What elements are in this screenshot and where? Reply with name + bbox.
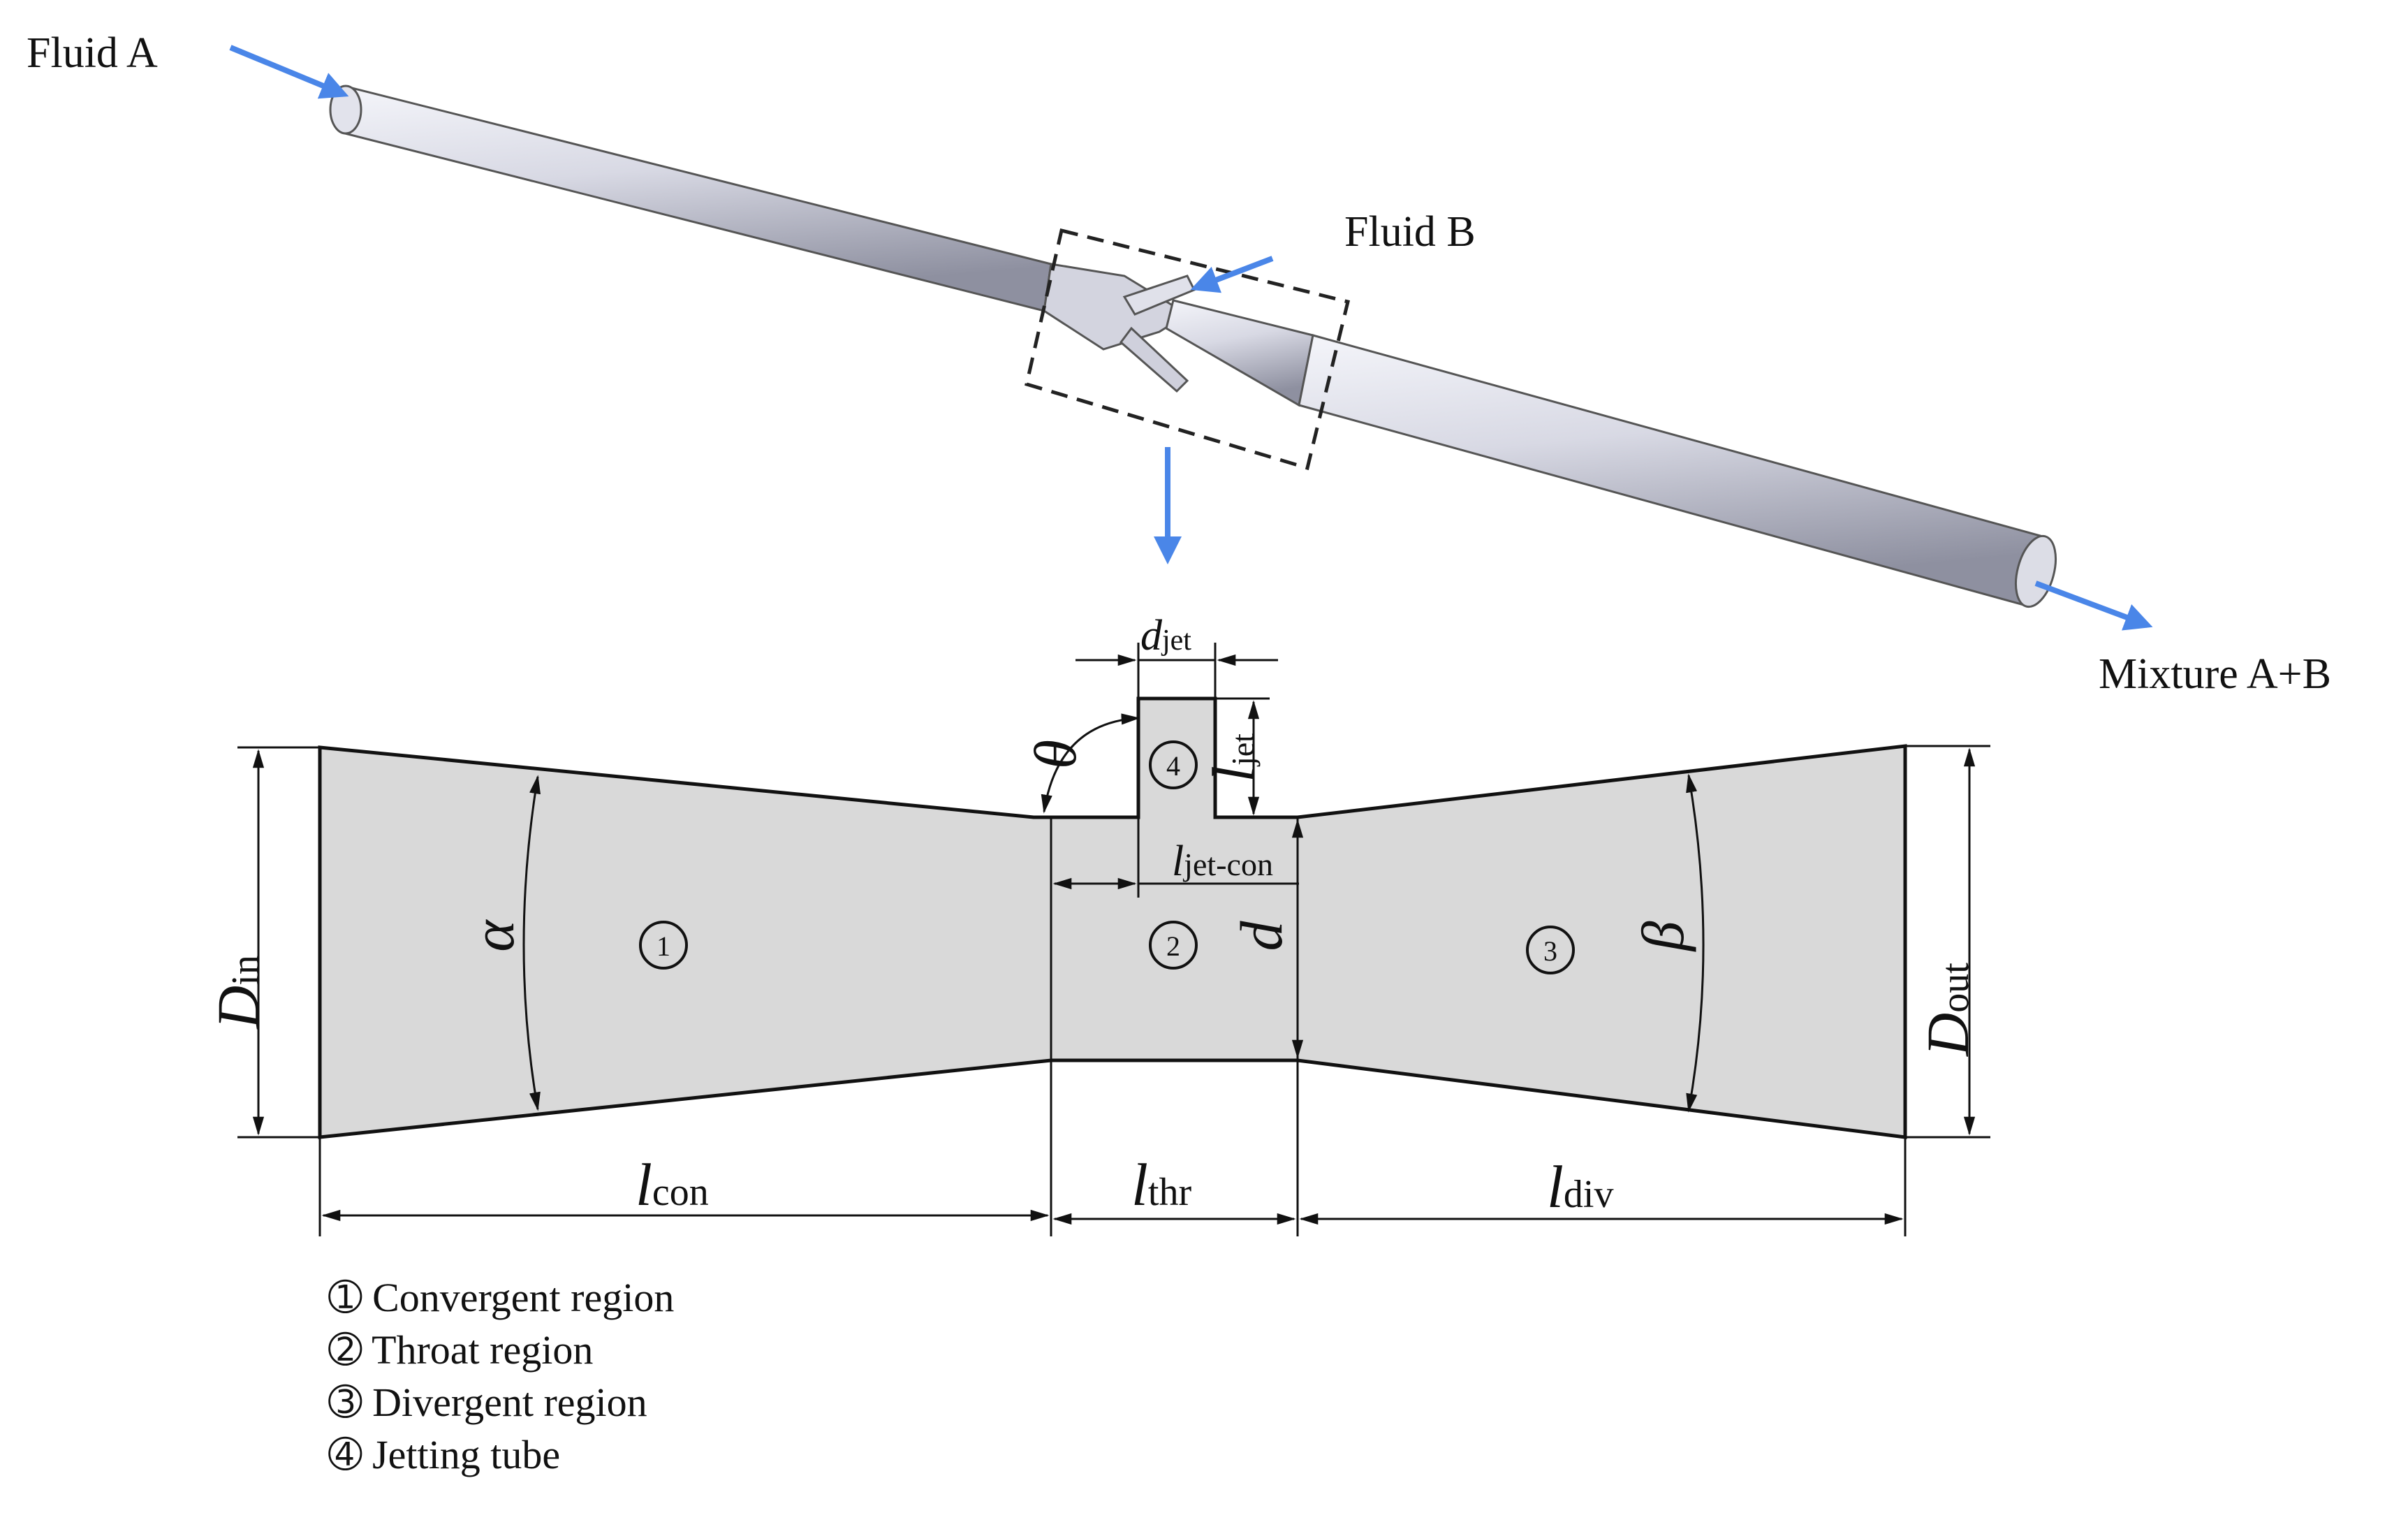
svg-text:1: 1 xyxy=(656,930,670,962)
label-d-out: Dout xyxy=(1914,963,1981,1057)
inlet-pipe xyxy=(341,86,1052,312)
outlet-pipe xyxy=(1298,334,2044,608)
label-l-jet-con: ljet-con xyxy=(1172,838,1273,885)
section-body xyxy=(318,696,1907,1139)
cross-section xyxy=(318,696,1907,1139)
region-marker-1: 1 xyxy=(639,921,688,970)
label-beta: β xyxy=(1629,921,1696,952)
svg-text:4: 4 xyxy=(1166,750,1180,782)
svg-text:2: 2 xyxy=(1166,930,1180,962)
label-d-in: Din xyxy=(205,955,272,1030)
dim-arc-beta xyxy=(1686,773,1705,1113)
label-theta: θ xyxy=(1022,740,1089,769)
region-markers: 1 2 3 4 xyxy=(639,740,1575,974)
label-d: d xyxy=(1228,921,1295,951)
dim-arc-theta xyxy=(1041,713,1140,814)
fluid-a-label: Fluid A xyxy=(27,29,158,77)
label-l-div: ldiv xyxy=(1547,1153,1613,1220)
region-legend: ➀ Convergent region ➁ Throat region ➂ Di… xyxy=(328,1271,674,1481)
mixture-label: Mixture A+B xyxy=(2099,650,2331,698)
label-alpha: α xyxy=(460,919,527,952)
convergent-hub xyxy=(1043,263,1189,351)
region-marker-2: 2 xyxy=(1149,921,1198,970)
label-l-con: lcon xyxy=(636,1151,709,1218)
legend-item: ➀ Convergent region xyxy=(328,1275,675,1320)
fluid-b-label: Fluid B xyxy=(1344,208,1476,256)
dim-arc-alpha xyxy=(522,775,541,1111)
region-marker-3: 3 xyxy=(1526,926,1575,974)
svg-text:3: 3 xyxy=(1543,935,1557,967)
legend-item: ➂ Divergent region xyxy=(328,1380,647,1425)
fluid-b-arrow xyxy=(1190,256,1274,293)
label-l-thr: lthr xyxy=(1131,1151,1191,1218)
extension-lines xyxy=(237,643,1990,1236)
flow-arrows xyxy=(229,45,2153,631)
legend-item: ➁ Throat region xyxy=(328,1327,594,1373)
label-l-jet: ljet xyxy=(1200,733,1267,782)
dimension-lines xyxy=(252,654,1976,1225)
detail-focus-box xyxy=(1025,228,1351,471)
mixture-arrow xyxy=(2034,580,2153,631)
pipe-3d-model xyxy=(329,85,2057,608)
dimension-labels: Din Dout d α β θ ljet djet ljet-con lcon… xyxy=(205,612,1981,1220)
jetting-tube-lower xyxy=(1119,326,1189,393)
divergent-cone xyxy=(1165,299,1314,407)
region-marker-4: 4 xyxy=(1149,740,1198,789)
legend-item: ➃ Jetting tube xyxy=(328,1432,561,1477)
fluid-a-arrow xyxy=(229,45,349,99)
label-d-jet: djet xyxy=(1140,612,1191,659)
